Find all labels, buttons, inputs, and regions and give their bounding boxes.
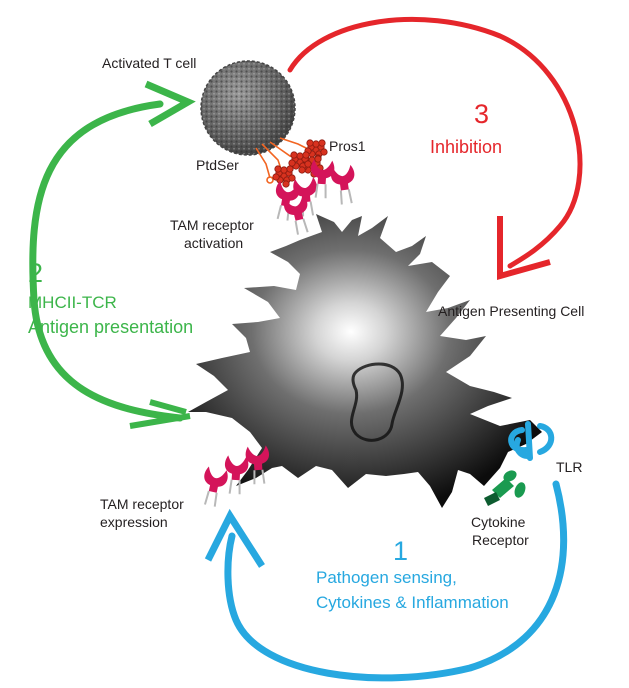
pros1-label: Pros1 xyxy=(329,138,366,154)
antigen-presenting-cell xyxy=(188,214,542,508)
tam-receptors-activation xyxy=(275,159,355,235)
arrow-step2 xyxy=(29,80,196,429)
apc-label: Antigen Presenting Cell xyxy=(438,303,585,319)
ptdser-label: PtdSer xyxy=(196,157,239,173)
t-cell xyxy=(200,60,296,156)
tlr-icon xyxy=(508,421,555,461)
tam-expression-label-line2: expression xyxy=(100,514,168,530)
activated-t-cell-label: Activated T cell xyxy=(102,55,197,71)
tam-receptor xyxy=(310,159,335,199)
tam-activation-label-line1: TAM receptor xyxy=(170,217,254,233)
arrow-step3 xyxy=(287,17,583,280)
tam-receptor xyxy=(245,445,270,485)
tam-expression-label-line1: TAM receptor xyxy=(100,496,184,512)
tam-receptor xyxy=(283,194,309,235)
tam-receptor xyxy=(224,455,249,495)
tam-activation-label-line2: activation xyxy=(184,235,244,251)
cytokine-receptor-icon xyxy=(484,470,526,506)
step2-label-line2: Antigen presentation xyxy=(28,317,194,337)
tlr-label: TLR xyxy=(556,459,583,475)
step2-number: 2 xyxy=(28,258,44,288)
tam-receptor xyxy=(203,466,228,507)
step3-number: 3 xyxy=(474,99,490,129)
step1-label-line1: Pathogen sensing, xyxy=(316,568,457,587)
arrow-step1 xyxy=(204,480,568,682)
step3-label: Inhibition xyxy=(430,137,503,157)
step1-label-line2: Cytokines & Inflammation xyxy=(316,593,509,612)
step1-number: 1 xyxy=(393,536,409,566)
tam-receptor xyxy=(330,164,355,205)
tam-receptors-expression xyxy=(203,445,270,507)
pros1-clusters xyxy=(272,139,328,188)
cytokine-receptor-label-line2: Receptor xyxy=(472,532,529,548)
cytokine-receptor-label-line1: Cytokine xyxy=(471,514,526,530)
step2-label-line1: MHCII-TCR xyxy=(28,293,117,312)
